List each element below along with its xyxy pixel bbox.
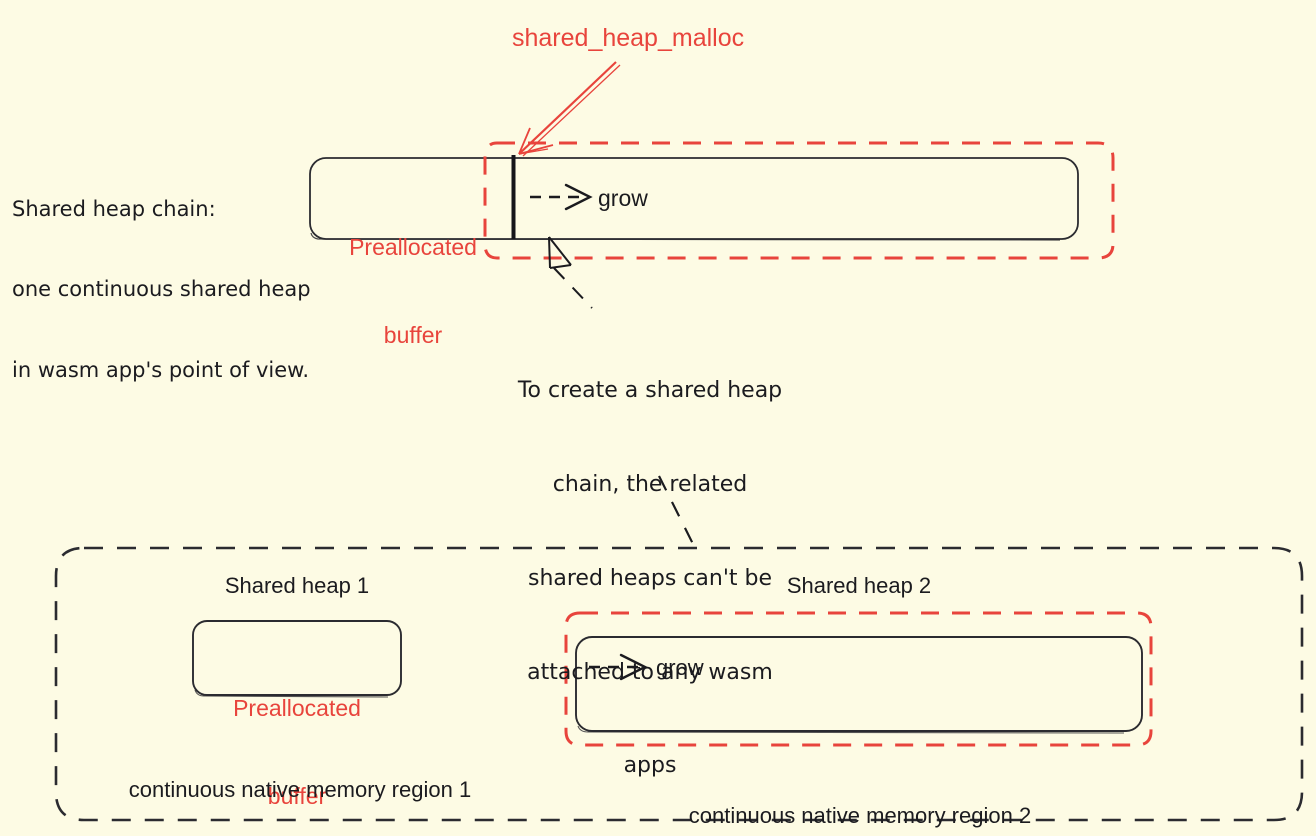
arrow-up-left-icon (548, 236, 593, 309)
top-preallocated-buffer-line-1: Preallocated (349, 233, 477, 260)
heap2-red-dashed-boundary (564, 611, 1153, 747)
dashed-arrow-right-icon-top (530, 183, 593, 211)
top-grow-label: grow (598, 185, 648, 211)
heap2-inner-rect (575, 636, 1143, 734)
region-1-caption: continuous native memory region 1 (from … (100, 716, 500, 836)
red-arrow-pointer-icon (518, 61, 621, 157)
shared-heap-2-title: Shared heap 2 (786, 573, 932, 598)
heap1-preallocated-buffer-line-1: Preallocated (233, 694, 361, 721)
left-note: Shared heap chain: one continuous shared… (12, 142, 311, 438)
top-shared-heap-rect (309, 157, 1079, 241)
middle-note-line-3: shared heaps can't be (527, 565, 772, 591)
middle-note-line-1: To create a shared heap (517, 378, 783, 404)
heap1-preallocated-buffer-label: Preallocated buffer (197, 635, 397, 836)
shared-heap-1-title: Shared heap 1 (224, 573, 370, 598)
top-red-dashed-boundary (483, 141, 1115, 260)
left-note-line-2: one continuous shared heap (12, 277, 311, 302)
middle-note-line-2: chain, the related (552, 472, 748, 498)
heap1-preallocated-buffer-line-2: buffer (267, 783, 327, 810)
top-preallocated-buffer-line-2: buffer (383, 322, 443, 349)
shared-heap-malloc-label: shared_heap_malloc (512, 24, 745, 52)
outer-dashed-container (54, 546, 1304, 822)
dashed-leader-line-icon (658, 475, 696, 549)
left-note-line-3: in wasm app's point of view. (12, 358, 310, 382)
middle-note-line-4: attached to any wasm (527, 659, 773, 685)
region-1-caption-line-1: continuous native memory region 1 (128, 776, 472, 802)
region-2-caption: continuous native memory region 2 (WAMR … (660, 742, 1060, 836)
middle-note: To create a shared heap chain, the relat… (476, 313, 824, 836)
middle-note-line-5: apps (623, 753, 677, 779)
heap2-grow-label: grow (656, 655, 704, 680)
dashed-arrow-right-icon-bottom (589, 653, 648, 681)
left-note-line-1: Shared heap chain: (12, 196, 216, 221)
heap1-preallocated-rect (192, 620, 402, 698)
top-preallocated-buffer-label: Preallocated buffer (330, 174, 496, 410)
region-2-caption-line-1: continuous native memory region 2 (688, 802, 1032, 828)
